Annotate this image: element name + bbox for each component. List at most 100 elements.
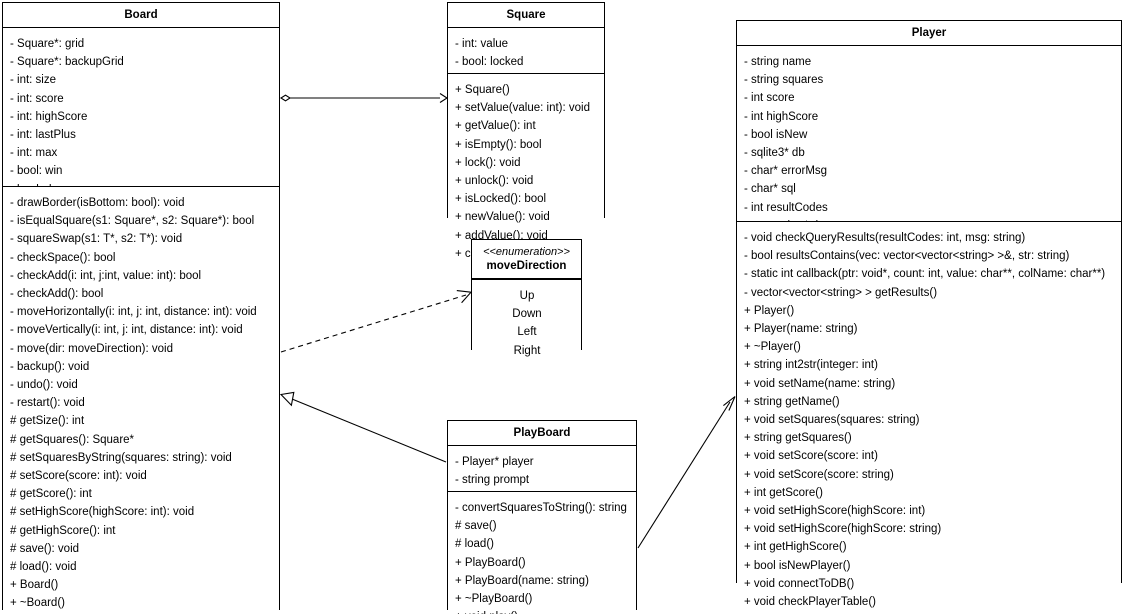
enum-literal: Right	[513, 344, 541, 357]
method-row: + Player(name: string)	[744, 323, 858, 336]
attributes-compartment-playboard: - Player* player - string prompt	[448, 446, 636, 491]
method-row: + bool isNewPlayer()	[744, 559, 851, 572]
class-header-playboard: PlayBoard	[448, 421, 636, 446]
method-row: - checkAdd(i: int, j:int, value: int): b…	[10, 269, 202, 282]
enumeration-box-movedirection[interactable]: <<enumeration>> moveDirection Up Down Le…	[471, 239, 582, 367]
method-row: + PlayBoard(name: string)	[455, 574, 589, 587]
method-row: + void setScore(score: string)	[744, 468, 894, 481]
attribute-row: - int: score	[10, 92, 64, 105]
class-box-playboard[interactable]: PlayBoard - Player* player - string prom…	[447, 420, 637, 614]
open-arrow-icon	[723, 396, 736, 411]
method-row: + Player()	[744, 304, 795, 317]
method-row: # getSquares(): Square*	[10, 433, 135, 446]
attribute-row: - int: max	[10, 147, 58, 160]
method-row: + ~PlayBoard()	[455, 593, 533, 606]
class-box-player[interactable]: Player - string name - string squares - …	[736, 20, 1122, 614]
method-row: + lock(): void	[455, 156, 521, 169]
enum-literal: Up	[519, 290, 535, 302]
method-row: # setHighScore(highScore: int): void	[10, 506, 195, 519]
attribute-row: - sqlite3* db	[744, 147, 805, 160]
method-row: + void checkPlayerTable()	[744, 596, 876, 609]
attribute-row: - int score	[744, 92, 795, 105]
method-row: + PlayBoard()	[455, 556, 526, 569]
method-row: + void play()	[455, 608, 630, 614]
method-row: # save(): void	[10, 542, 80, 555]
method-row: - backup(): void	[10, 360, 90, 373]
class-box-board[interactable]: Board - Square*: grid - Square*: backupG…	[2, 2, 280, 614]
method-row: - moveHorizontally(i: int, j: int, dista…	[10, 306, 257, 319]
attributes-compartment-square: - int: value - bool: locked	[448, 28, 604, 73]
method-row: - isEqualSquare(s1: Square*, s2: Square*…	[10, 215, 255, 228]
method-row: - vector<vector<string> > getResults()	[744, 286, 938, 299]
class-title-player: Player	[911, 27, 947, 39]
attribute-row: - bool isNew	[744, 128, 808, 141]
method-row: # setScore(score: int): void	[10, 470, 147, 483]
attribute-row: - int resultCodes	[744, 201, 828, 214]
enumeration-header-movedirection: <<enumeration>> moveDirection	[472, 240, 581, 279]
method-row: # load(): void	[10, 561, 77, 574]
enumeration-title-movedirection: moveDirection	[486, 260, 567, 272]
method-row: - drawBorder(isBottom: bool): void	[10, 197, 185, 209]
method-row: + ~Board()	[10, 597, 65, 610]
method-row: + ~Player()	[744, 341, 801, 354]
method-row: - bool resultsContains(vec: vector<vecto…	[744, 250, 1070, 263]
method-row: + void setScore(score: int)	[744, 450, 878, 463]
class-header-board: Board	[3, 3, 279, 28]
method-row: + getValue(): int	[455, 120, 536, 133]
method-row: + void setName(name: string)	[744, 377, 896, 390]
attribute-row: - int highScore	[744, 110, 819, 123]
class-box-square[interactable]: Square - int: value - bool: locked + Squ…	[447, 2, 605, 271]
method-row: - restart(): void	[10, 397, 85, 410]
method-row: + string int2str(integer: int)	[744, 359, 878, 372]
attribute-row: - bool: locked	[455, 56, 524, 69]
attribute-row: - int: highScore	[10, 110, 88, 123]
method-row: # setSquaresByString(squares: string): v…	[10, 451, 232, 464]
open-arrow-icon	[439, 93, 449, 103]
attribute-row: - string name	[744, 56, 812, 68]
method-row: + addValue(): void	[455, 229, 548, 242]
method-row: + void setSquares(squares: string)	[744, 414, 920, 427]
methods-compartment-player: - void checkQueryResults(resultCodes: in…	[737, 221, 1121, 614]
method-row: # load()	[455, 538, 494, 551]
method-row: + string getName()	[744, 395, 840, 408]
attribute-row: - string prompt	[455, 474, 530, 487]
method-row: + isEmpty(): bool	[455, 138, 542, 151]
method-row: - move(dir: moveDirection): void	[10, 342, 173, 355]
method-row: - undo(): void	[10, 379, 78, 392]
attribute-row: - char* errorMsg	[744, 165, 828, 178]
attribute-row: - char* sql	[744, 183, 796, 196]
method-row: + Square()	[455, 84, 510, 96]
method-row: - squareSwap(s1: T*, s2: T*): void	[10, 233, 183, 246]
method-row: - checkAdd(): bool	[10, 288, 104, 301]
attribute-row: - int: value	[455, 38, 509, 50]
method-row: + void setHighScore(highScore: int)	[744, 505, 926, 518]
enum-literal: Down	[512, 308, 542, 321]
open-arrow-icon	[456, 290, 473, 304]
class-header-square: Square	[448, 3, 604, 28]
method-row: - void checkQueryResults(resultCodes: in…	[744, 232, 1026, 244]
method-row: + isLocked(): bool	[455, 193, 547, 206]
method-row: + void setHighScore(highScore: string)	[744, 523, 942, 536]
method-row: # save()	[455, 520, 497, 533]
method-row: - checkSpace(): bool	[10, 251, 116, 264]
method-row: - convertSquaresToString(): string	[455, 502, 627, 514]
attribute-row: - int: lastPlus	[10, 129, 76, 142]
class-title-playboard: PlayBoard	[513, 427, 571, 439]
relationship-board-depends-movedirection	[280, 290, 473, 353]
methods-compartment-playboard: - convertSquaresToString(): string # sav…	[448, 491, 636, 614]
attributes-compartment-board: - Square*: grid - Square*: backupGrid - …	[3, 28, 279, 214]
attribute-row: - string squares	[744, 74, 824, 87]
attribute-row: - Player* player	[455, 456, 534, 468]
class-title-board: Board	[124, 9, 158, 21]
method-row: + string getSquares()	[744, 432, 852, 445]
method-row: + setValue(value: int): void	[455, 102, 590, 115]
class-title-square: Square	[506, 9, 546, 21]
attribute-row: - Square*: backupGrid	[10, 56, 124, 69]
hollow-triangle-icon	[279, 391, 295, 407]
method-row: + Board()	[10, 579, 59, 592]
method-row: - moveVertically(i: int, j: int, distanc…	[10, 324, 243, 337]
hollow-diamond-icon	[279, 94, 292, 102]
attribute-row: - int: size	[10, 74, 57, 87]
attribute-row: - bool: win	[10, 165, 63, 178]
